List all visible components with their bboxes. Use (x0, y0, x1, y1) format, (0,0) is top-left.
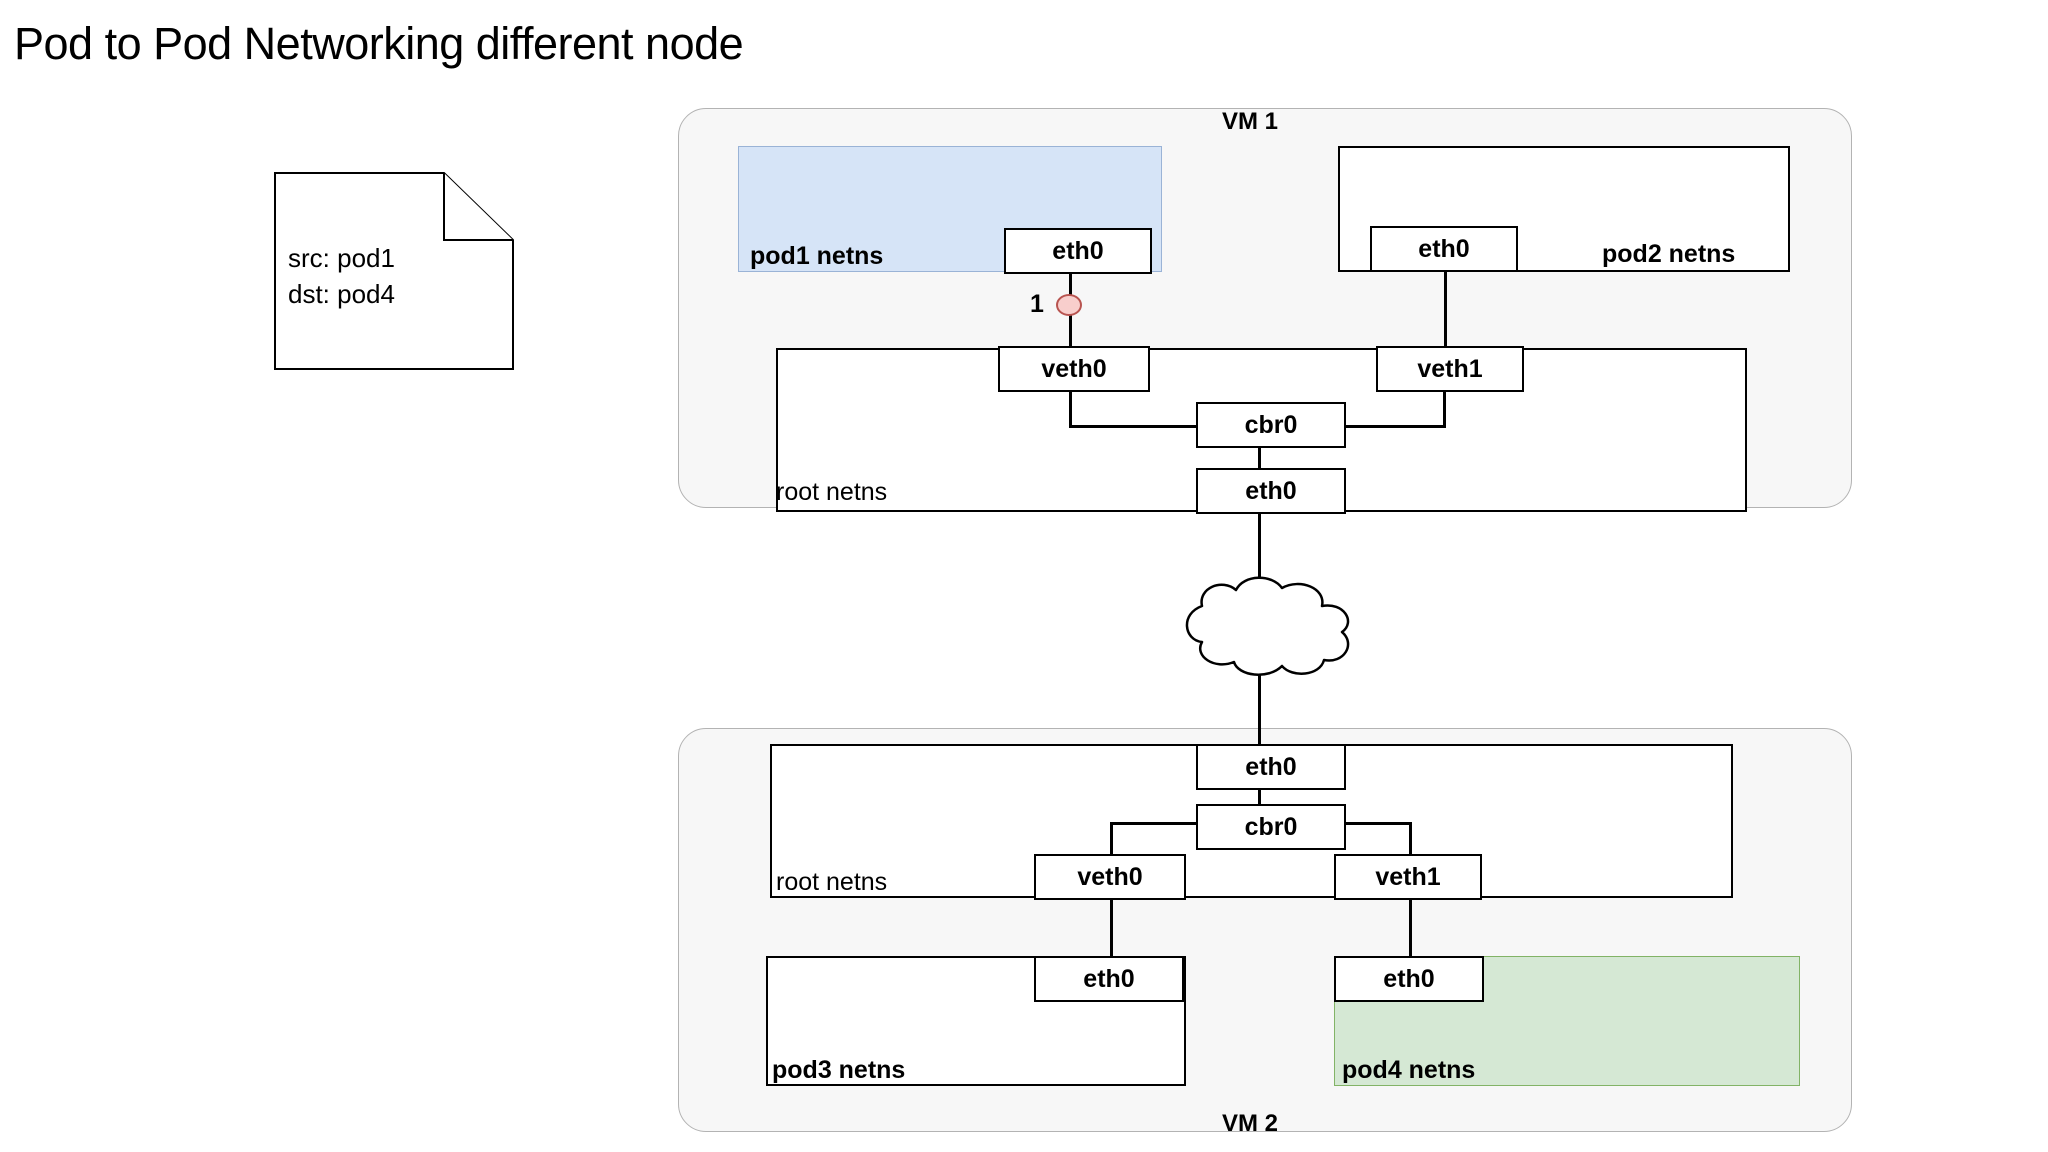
vm1-root-netns-label: root netns (776, 478, 888, 506)
vm2-line-cbr0-veth1 (1342, 822, 1412, 825)
vm2-pod4-eth0[interactable]: eth0 (1334, 956, 1484, 1002)
vm2-root-netns-label: root netns (776, 868, 888, 896)
vm1-line-cbr0-eth0 (1258, 448, 1261, 472)
vm2-root-eth0[interactable]: eth0 (1196, 744, 1346, 790)
vm1-pod2-netns-label: pod2 netns (1602, 240, 1736, 268)
vm2-line-eth0-cbr0 (1258, 790, 1261, 814)
vm2-pod3-eth0[interactable]: eth0 (1034, 956, 1184, 1002)
vm1-pod1-netns-label: pod1 netns (750, 242, 884, 270)
vm1-line-pod2eth0-veth1 (1444, 270, 1447, 350)
note-shape-icon (274, 172, 514, 370)
vm2-line-veth0-up (1110, 822, 1113, 854)
vm1-root-eth0[interactable]: eth0 (1196, 468, 1346, 514)
vm2-label: VM 2 (1222, 1110, 1279, 1137)
vm2-pod3-netns-label: pod3 netns (772, 1056, 906, 1084)
note-text: src: pod1 dst: pod4 (288, 240, 395, 312)
vm1-label: VM 1 (1222, 108, 1279, 135)
line-vm1-eth0-to-cloud (1258, 512, 1261, 590)
vm1-root-cbr0[interactable]: cbr0 (1196, 402, 1346, 448)
vm1-pod1-eth0[interactable]: eth0 (1004, 228, 1152, 274)
hop-1-dot-icon (1056, 294, 1082, 316)
vm1-line-veth0-cbr0 (1069, 425, 1201, 428)
note-line-src: src: pod1 (288, 243, 395, 273)
vm2-pod4-netns-label: pod4 netns (1342, 1056, 1476, 1084)
page-title: Pod to Pod Networking different node (14, 18, 744, 69)
vm1-pod2-eth0[interactable]: eth0 (1370, 226, 1518, 272)
vm2-line-veth0-pod3eth0 (1110, 896, 1113, 968)
vm1-root-veth0[interactable]: veth0 (998, 346, 1150, 392)
packet-note: src: pod1 dst: pod4 (274, 172, 514, 370)
vm2-line-veth1-pod4eth0 (1409, 896, 1412, 968)
vm1-root-veth1[interactable]: veth1 (1376, 346, 1524, 392)
hop-1-number: 1 (1030, 290, 1044, 318)
hop-marker-1: 1 (1030, 290, 1120, 324)
note-line-dst: dst: pod4 (288, 279, 395, 309)
vm2-root-veth0[interactable]: veth0 (1034, 854, 1186, 900)
vm2-root-cbr0[interactable]: cbr0 (1196, 804, 1346, 850)
network-cloud (1140, 570, 1380, 680)
vm2-line-veth1-up (1409, 822, 1412, 854)
vm1-line-veth1-down (1443, 392, 1446, 428)
line-cloud-to-vm2-eth0 (1258, 668, 1261, 744)
vm2-root-veth1[interactable]: veth1 (1334, 854, 1482, 900)
cloud-icon (1185, 576, 1350, 676)
vm1-line-veth0-down (1069, 392, 1072, 428)
vm2-line-cbr0-veth0 (1110, 822, 1202, 825)
vm1-line-cbr0-veth1 (1337, 425, 1446, 428)
